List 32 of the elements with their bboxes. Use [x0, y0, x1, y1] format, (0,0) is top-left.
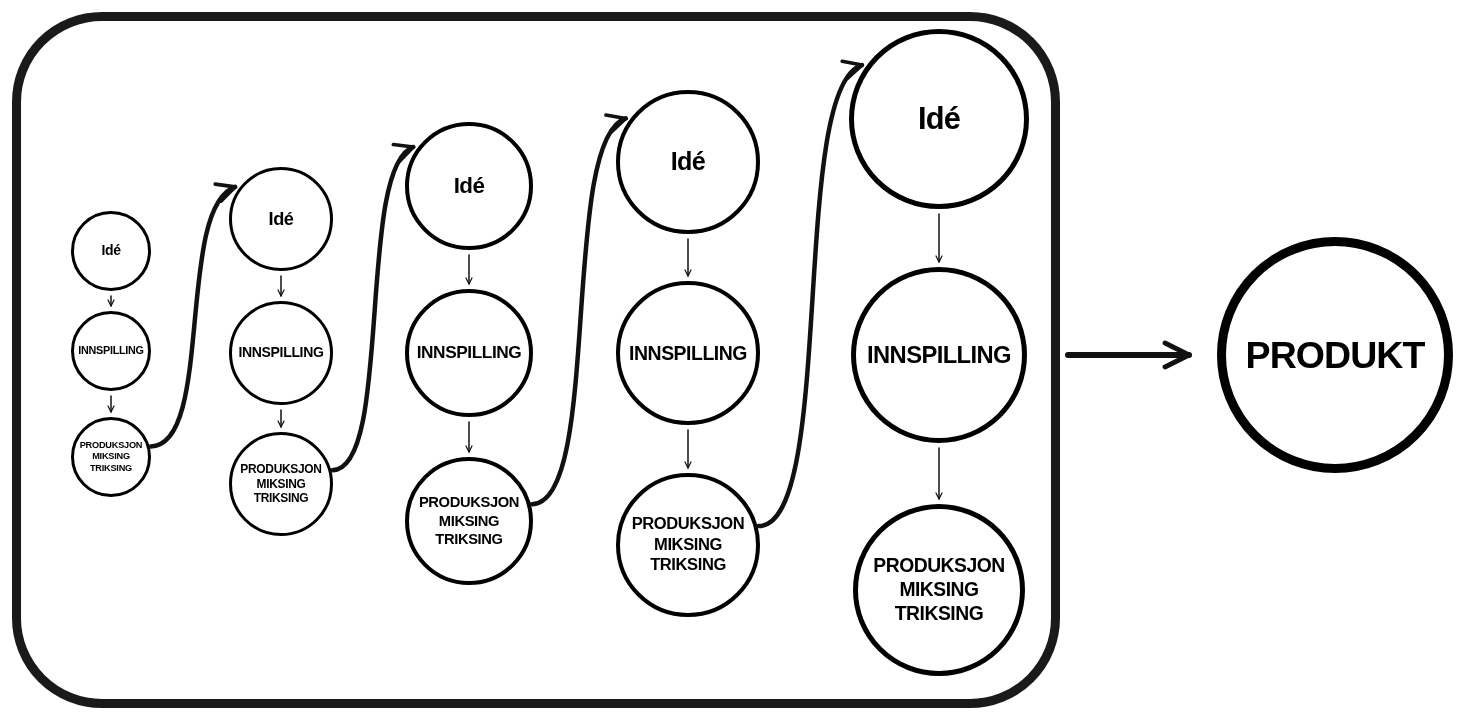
arrow [684, 238, 692, 277]
arrow [107, 295, 115, 307]
arrow [684, 429, 692, 469]
node-label: Idé [917, 99, 961, 138]
node-label: PRODUKSJON MIKSING TRIKSING [630, 513, 746, 577]
arrow [329, 144, 416, 473]
arrow [465, 421, 473, 453]
node-label: PRODUKSJON MIKSING TRIKSING [239, 461, 323, 507]
node-label: INNSPILLING [416, 342, 522, 364]
arrow [277, 275, 285, 297]
process-frame [12, 12, 1060, 708]
arrow [935, 447, 943, 500]
arrow [756, 62, 865, 529]
node-label: PRODUKSJON MIKSING TRIKSING [78, 439, 144, 475]
node-label: INNSPILLING [238, 344, 324, 362]
node-label: Idé [670, 146, 706, 178]
node-label: Idé [101, 242, 121, 260]
node-label: Idé [268, 207, 294, 231]
arrow [529, 116, 628, 507]
arrow [465, 254, 473, 285]
node-label: INNSPILLING [629, 340, 747, 366]
node-label: INNSPILLING [867, 340, 1011, 370]
arrow [277, 409, 285, 428]
node-label: PRODUKSJON MIKSING TRIKSING [417, 493, 521, 549]
arrow [935, 213, 943, 263]
node-label: Idé [453, 172, 485, 200]
arrow [107, 395, 115, 413]
arrow [148, 184, 238, 449]
arrow [1065, 340, 1192, 370]
node-label: INNSPILLING [78, 344, 144, 358]
node-label: PRODUKT [1245, 332, 1425, 378]
node-label: PRODUKSJON MIKSING TRIKSING [872, 553, 1006, 627]
